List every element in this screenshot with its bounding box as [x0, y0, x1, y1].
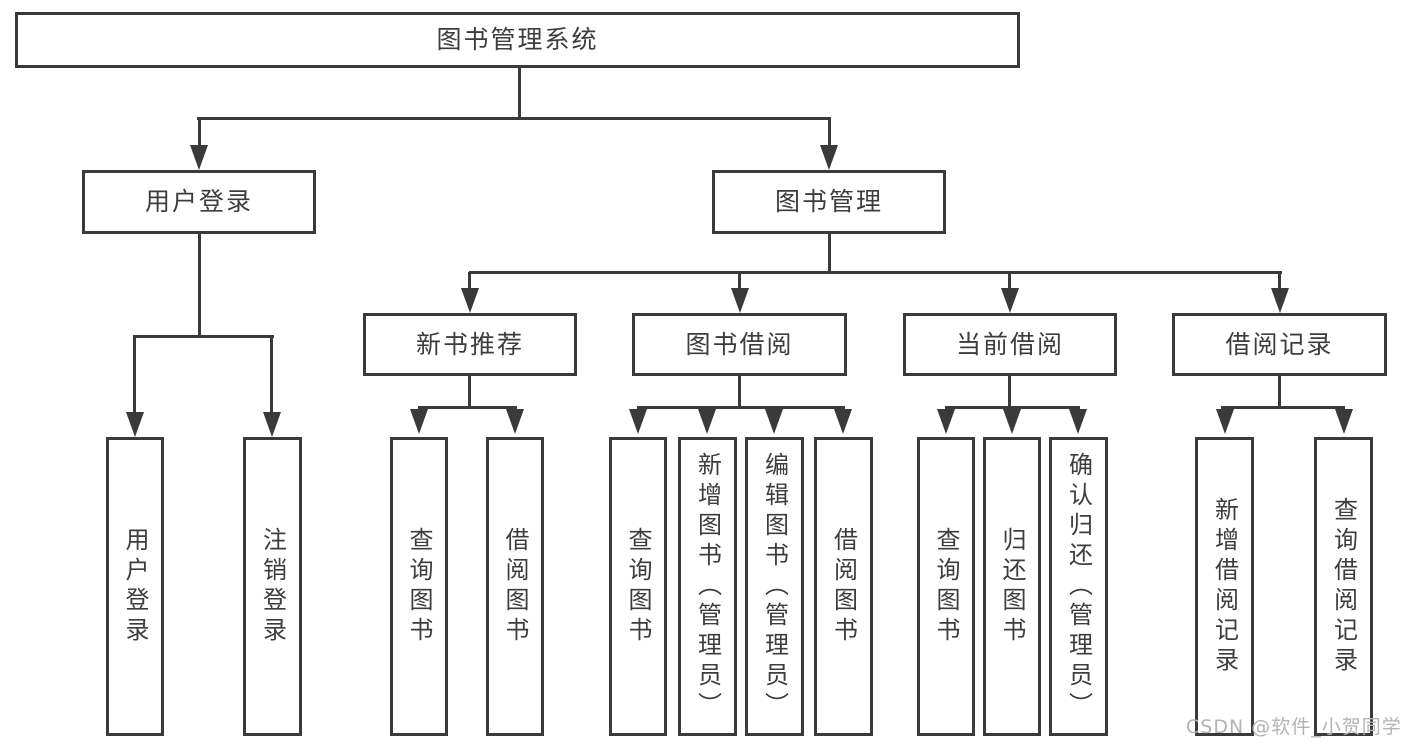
- node-book-management: 图书管理: [712, 170, 946, 234]
- node-root: 图书管理系统: [15, 12, 1020, 68]
- node-label: 查询图书: [624, 526, 652, 647]
- node-leaf-logout: 注销登录: [243, 437, 302, 736]
- arrowhead-down: [1271, 288, 1289, 313]
- connector-line: [828, 118, 831, 148]
- node-leaf-query-books-borrowing: 查询图书: [609, 437, 667, 736]
- node-label: 查询图书: [932, 526, 960, 647]
- csdn-watermark: CSDN @软件_小贺同学: [1186, 716, 1402, 738]
- connector-line: [1278, 376, 1281, 407]
- connector-line: [945, 406, 1080, 409]
- node-borrowing-records: 借阅记录: [1172, 313, 1387, 376]
- connector-line: [418, 406, 517, 409]
- node-leaf-borrow-books-borrowing: 借阅图书: [814, 437, 873, 736]
- connector-line: [1221, 406, 1345, 409]
- arrowhead-down: [834, 409, 852, 434]
- arrowhead-down: [1001, 288, 1019, 313]
- node-label: 用户登录: [144, 187, 253, 216]
- node-leaf-query-books-current: 查询图书: [917, 437, 975, 736]
- node-leaf-query-borrow-record: 查询借阅记录: [1314, 437, 1373, 736]
- connector-line: [469, 271, 1282, 274]
- connector-line: [828, 234, 831, 272]
- arrowhead-down: [1335, 409, 1353, 434]
- connector-line: [270, 336, 273, 413]
- connector-line: [637, 406, 845, 409]
- arrowhead-down: [506, 409, 524, 434]
- arrowhead-down: [765, 409, 783, 434]
- connector-line: [1008, 272, 1011, 292]
- arrowhead-down: [1003, 409, 1021, 434]
- node-leaf-add-books-admin: 新增图书（管理员）: [678, 437, 737, 736]
- arrowhead-down: [698, 409, 716, 434]
- node-label: 确认归还（管理员）: [1064, 451, 1093, 722]
- node-label: 用户登录: [121, 526, 149, 647]
- arrowhead-down: [1216, 409, 1234, 434]
- node-label: 借阅记录: [1225, 329, 1334, 359]
- node-label: 查询图书: [405, 526, 433, 647]
- node-label: 新增借阅记录: [1210, 496, 1239, 677]
- connector-line: [197, 117, 831, 120]
- node-label: 借阅图书: [829, 526, 858, 647]
- connector-line: [198, 118, 201, 148]
- connector-line: [518, 68, 521, 118]
- node-label: 新增图书（管理员）: [693, 451, 722, 722]
- node-leaf-borrow-books-recommend: 借阅图书: [486, 437, 544, 736]
- arrowhead-down: [731, 288, 749, 313]
- node-label: 图书借阅: [685, 329, 794, 359]
- arrowhead-down: [190, 145, 208, 170]
- node-label: 借阅图书: [501, 526, 529, 647]
- node-label: 编辑图书（管理员）: [760, 451, 789, 722]
- arrowhead-down: [126, 412, 144, 437]
- connector-line: [1278, 272, 1281, 292]
- connector-line: [468, 376, 471, 407]
- node-leaf-query-books-recommend: 查询图书: [390, 437, 448, 736]
- node-leaf-add-borrow-record: 新增借阅记录: [1195, 437, 1254, 736]
- connector-line: [133, 336, 136, 413]
- node-label: 归还图书: [998, 526, 1026, 647]
- node-leaf-edit-books-admin: 编辑图书（管理员）: [745, 437, 804, 736]
- node-new-book-recommend: 新书推荐: [363, 313, 577, 376]
- node-leaf-return-books: 归还图书: [983, 437, 1041, 736]
- connector-line: [1008, 376, 1011, 407]
- node-label: 图书管理系统: [436, 25, 599, 54]
- node-leaf-confirm-return-admin: 确认归还（管理员）: [1049, 437, 1108, 736]
- node-label: 查询借阅记录: [1329, 496, 1358, 677]
- node-current-borrowing: 当前借阅: [903, 313, 1117, 376]
- node-label: 当前借阅: [955, 329, 1064, 359]
- node-label: 注销登录: [258, 526, 287, 647]
- arrowhead-down: [1069, 409, 1087, 434]
- node-leaf-user-login: 用户登录: [106, 437, 164, 736]
- connector-line: [198, 234, 201, 336]
- arrowhead-down: [629, 409, 647, 434]
- arrowhead-down: [263, 412, 281, 437]
- connector-line: [133, 335, 274, 338]
- arrowhead-down: [937, 409, 955, 434]
- connector-line: [738, 272, 741, 292]
- arrowhead-down: [820, 145, 838, 170]
- node-label: 新书推荐: [415, 329, 524, 359]
- arrowhead-down: [410, 409, 428, 434]
- connector-line: [468, 272, 471, 292]
- connector-line: [738, 376, 741, 407]
- node-label: 图书管理: [774, 187, 883, 216]
- node-book-borrowing: 图书借阅: [632, 313, 847, 376]
- node-user-login: 用户登录: [82, 170, 316, 234]
- arrowhead-down: [461, 288, 479, 313]
